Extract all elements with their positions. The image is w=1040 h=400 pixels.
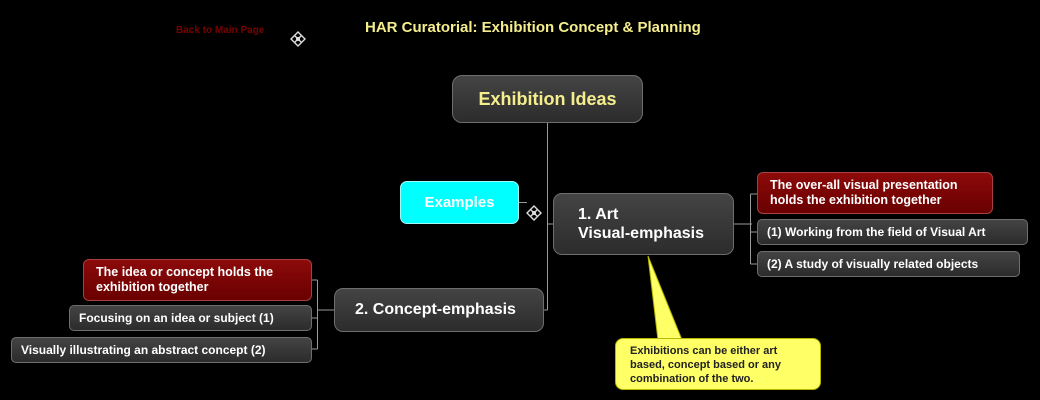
callout-pointer — [647, 255, 683, 341]
concept-item-label-2: Visually illustrating an abstract concep… — [21, 343, 266, 357]
art-summary-node[interactable]: The over-all visual presentation holds t… — [757, 172, 993, 214]
note-callout: Exhibitions can be either art based, con… — [615, 338, 821, 390]
concept-item-label-1: Focusing on an idea or subject (1) — [79, 311, 274, 325]
back-to-main-link[interactable]: Back to Main Page — [176, 25, 265, 36]
art-summary-line-1: The over-all visual presentation — [770, 178, 958, 192]
callout-line-1: Exhibitions can be either art — [630, 345, 778, 357]
concept-emphasis-node[interactable]: 2. Concept-emphasis — [334, 288, 544, 332]
art-summary-line-2: holds the exhibition together — [770, 193, 942, 207]
art-emphasis-line-2: Visual-emphasis — [578, 225, 704, 242]
concept-summary-text: The idea or concept holds the exhibition… — [96, 265, 273, 295]
examples-hub-icon[interactable] — [526, 205, 542, 226]
callout-line-2: based, concept based or any — [630, 359, 781, 371]
concept-emphasis-label: 2. Concept-emphasis — [355, 301, 516, 318]
art-item-node-2[interactable]: (2) A study of visually related objects — [757, 251, 1020, 277]
concept-summary-line-1: The idea or concept holds the — [96, 265, 274, 279]
examples-label: Examples — [424, 194, 495, 211]
callout-line-3: combination of the two. — [630, 373, 754, 385]
art-emphasis-node[interactable]: 1. Art Visual-emphasis — [553, 193, 734, 255]
concept-item-node-1[interactable]: Focusing on an idea or subject (1) — [69, 305, 312, 331]
concept-summary-node[interactable]: The idea or concept holds the exhibition… — [83, 259, 312, 301]
central-topic-label: Exhibition Ideas — [478, 88, 617, 109]
examples-node[interactable]: Examples — [400, 181, 519, 224]
art-item-label-1: (1) Working from the field of Visual Art — [767, 225, 986, 239]
concept-item-node-2[interactable]: Visually illustrating an abstract concep… — [11, 337, 312, 363]
concept-summary-line-2: exhibition together — [96, 280, 209, 294]
art-item-node-1[interactable]: (1) Working from the field of Visual Art — [757, 219, 1028, 245]
back-hub-icon[interactable] — [290, 31, 306, 52]
connector-concept-children — [312, 279, 334, 350]
art-item-label-2: (2) A study of visually related objects — [767, 257, 979, 271]
central-topic-node[interactable]: Exhibition Ideas — [452, 75, 643, 123]
art-emphasis-label: 1. Art Visual-emphasis — [578, 205, 704, 243]
art-summary-text: The over-all visual presentation holds t… — [770, 178, 958, 208]
page-title: HAR Curatorial: Exhibition Concept & Pla… — [365, 19, 701, 36]
connector-art-children — [734, 193, 757, 265]
art-emphasis-line-1: 1. Art — [578, 206, 619, 223]
